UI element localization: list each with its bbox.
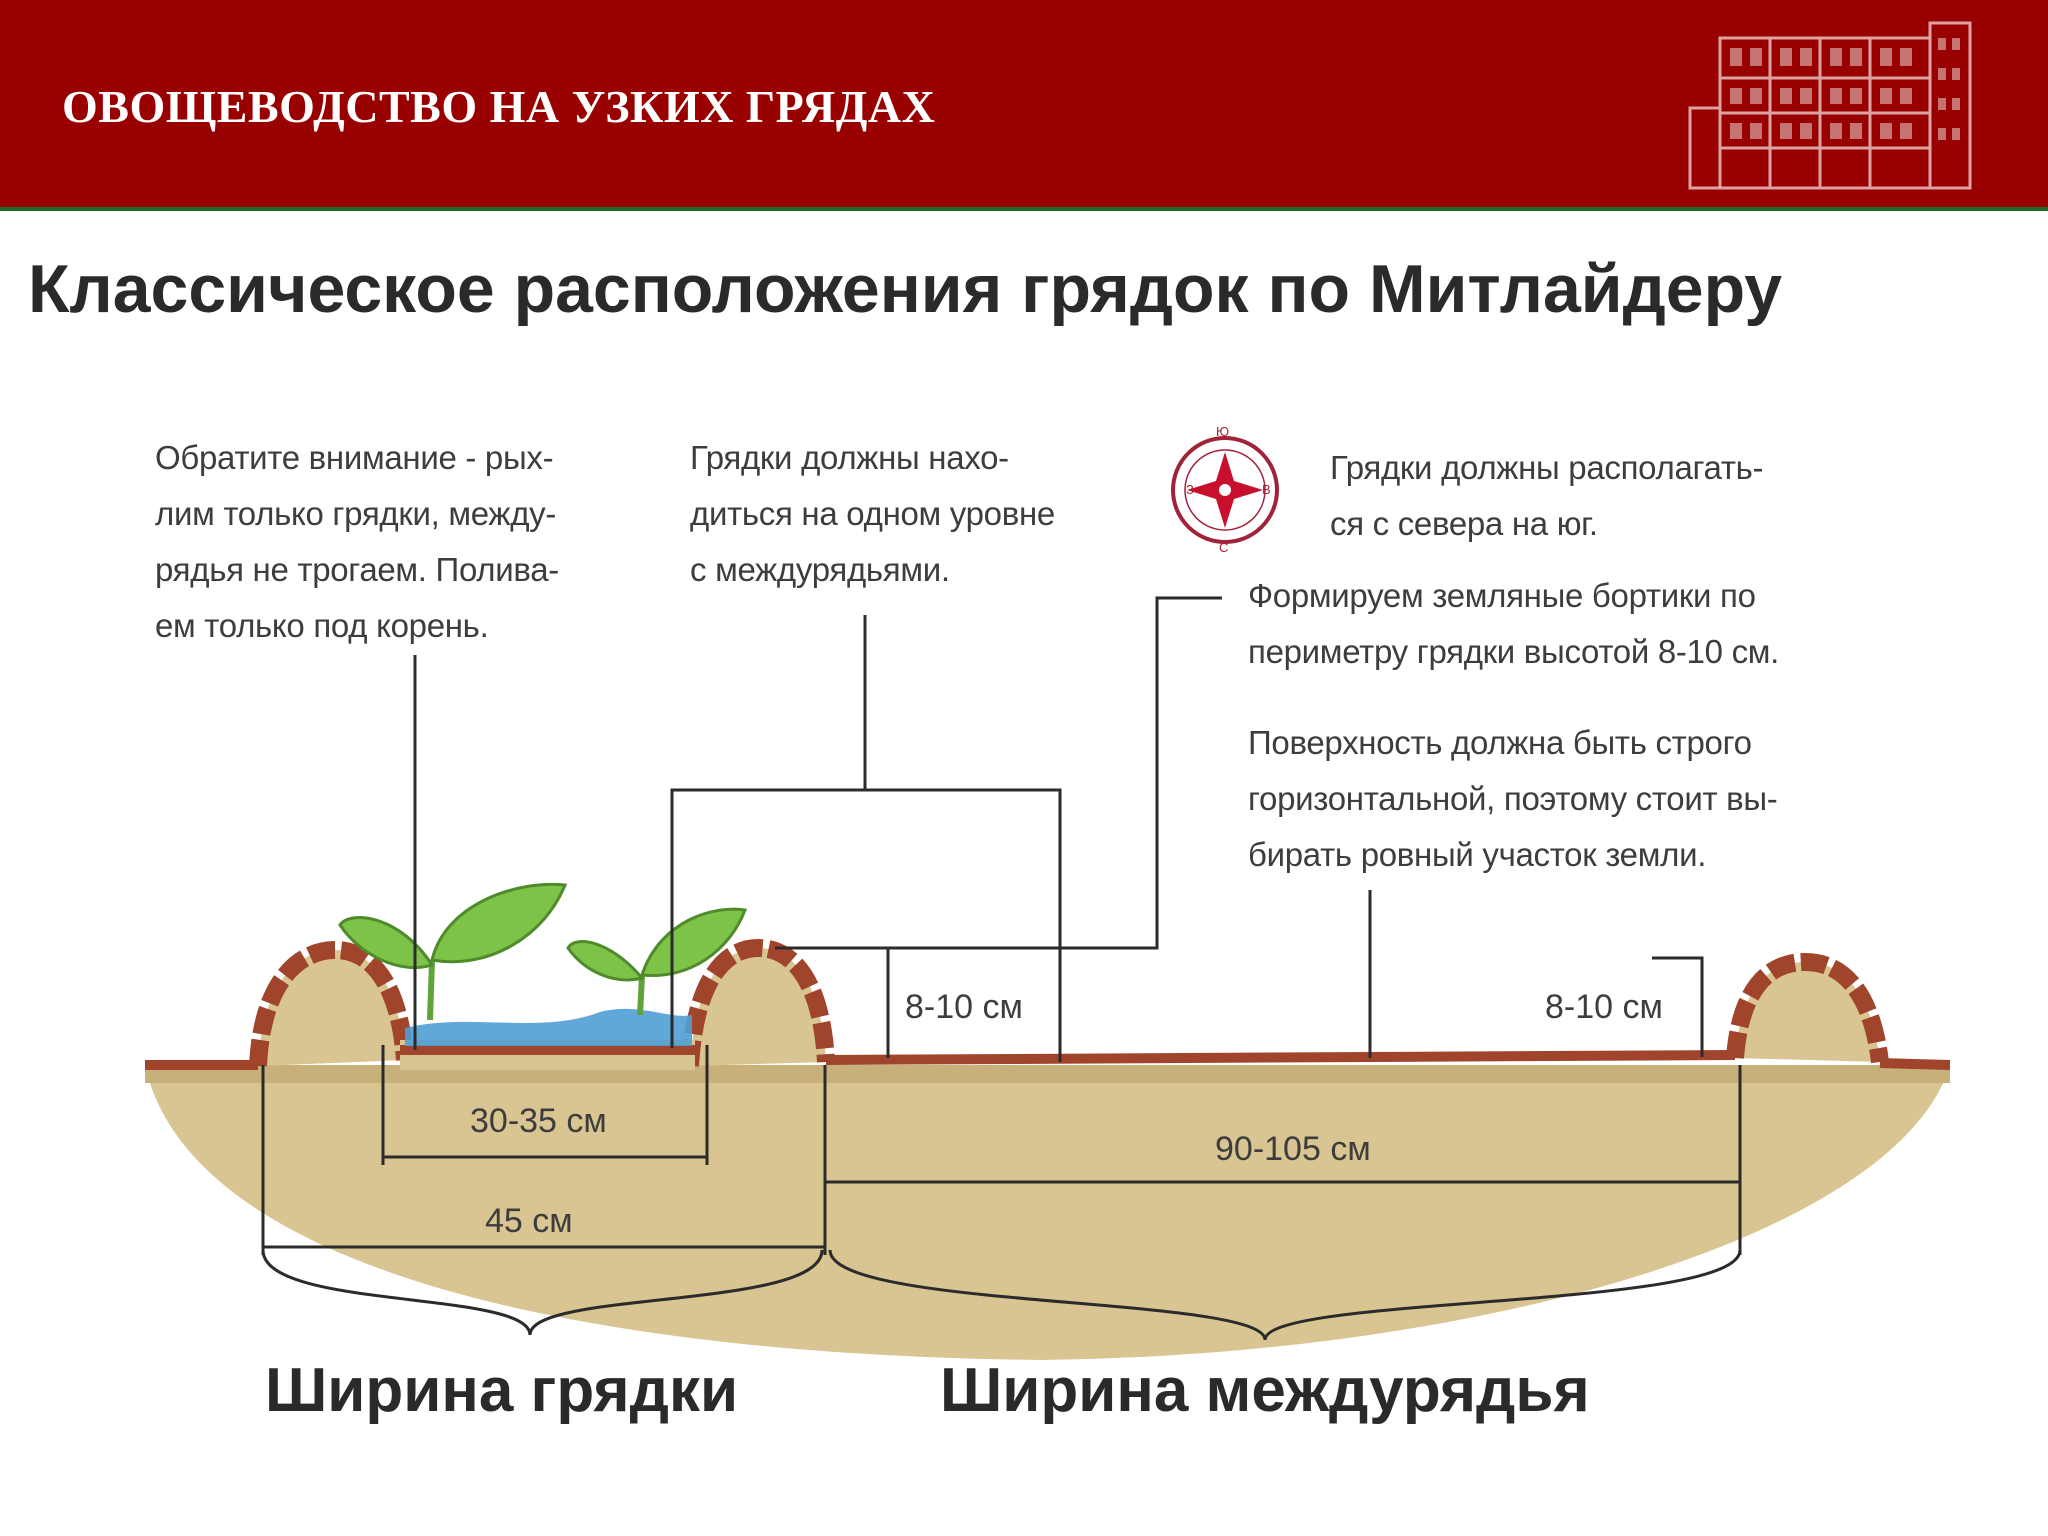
note-level: Грядки должны нахо- диться на одном уров… [690,439,1055,588]
building-icon [1688,21,1972,190]
note-borders: Формируем земляные бортики по периметру … [1248,577,1780,670]
compass-icon [1171,436,1279,544]
left-border-mound [258,950,405,1066]
right-border-crust [1726,952,1889,1064]
ground-surface [145,1050,1951,1070]
border-height-right: 8-10 см [1545,988,1663,1026]
path-width-measure: 90-105 см [1215,1130,1371,1168]
header-title: ОВОЩЕВОДСТВО НА УЗКИХ ГРЯДАХ [62,81,936,132]
brace-bed [261,1249,824,1336]
brace-path [828,1249,1742,1341]
compass-east: В [1262,482,1271,497]
path-width-label: Ширина междурядья [940,1356,1590,1425]
compass-west: З [1186,482,1194,497]
note-surface: Поверхность должна быть строго горизонта… [1248,724,1778,873]
seedling-icon [338,882,748,1021]
bed-width-label: Ширина грядки [265,1356,739,1425]
inner-width-label: 30-35 см [470,1102,607,1140]
bed-width-measure: 45 см [485,1202,573,1240]
note-orientation: Грядки должны располагать- ся с севера н… [1330,449,1764,542]
middle-border-crust [681,938,835,1067]
left-border-crust [249,940,414,1067]
leader-borders [775,596,1222,950]
water-icon [405,1008,692,1046]
middle-border-mound [690,948,826,1066]
height-tick-right [1652,956,1704,1057]
compass-north: Ю [1216,424,1230,439]
header-bar: ОВОЩЕВОДСТВО НА УЗКИХ ГРЯДАХ [0,0,2048,211]
leader-level [670,615,1062,1062]
border-height-left: 8-10 см [905,988,1023,1026]
note-loosen: Обратите внимание - рых- лим только гряд… [155,439,559,644]
diagram-title: Классическое расположения грядок по Митл… [28,251,1783,327]
compass-south: С [1219,540,1229,555]
soil-ground [145,1065,1950,1360]
